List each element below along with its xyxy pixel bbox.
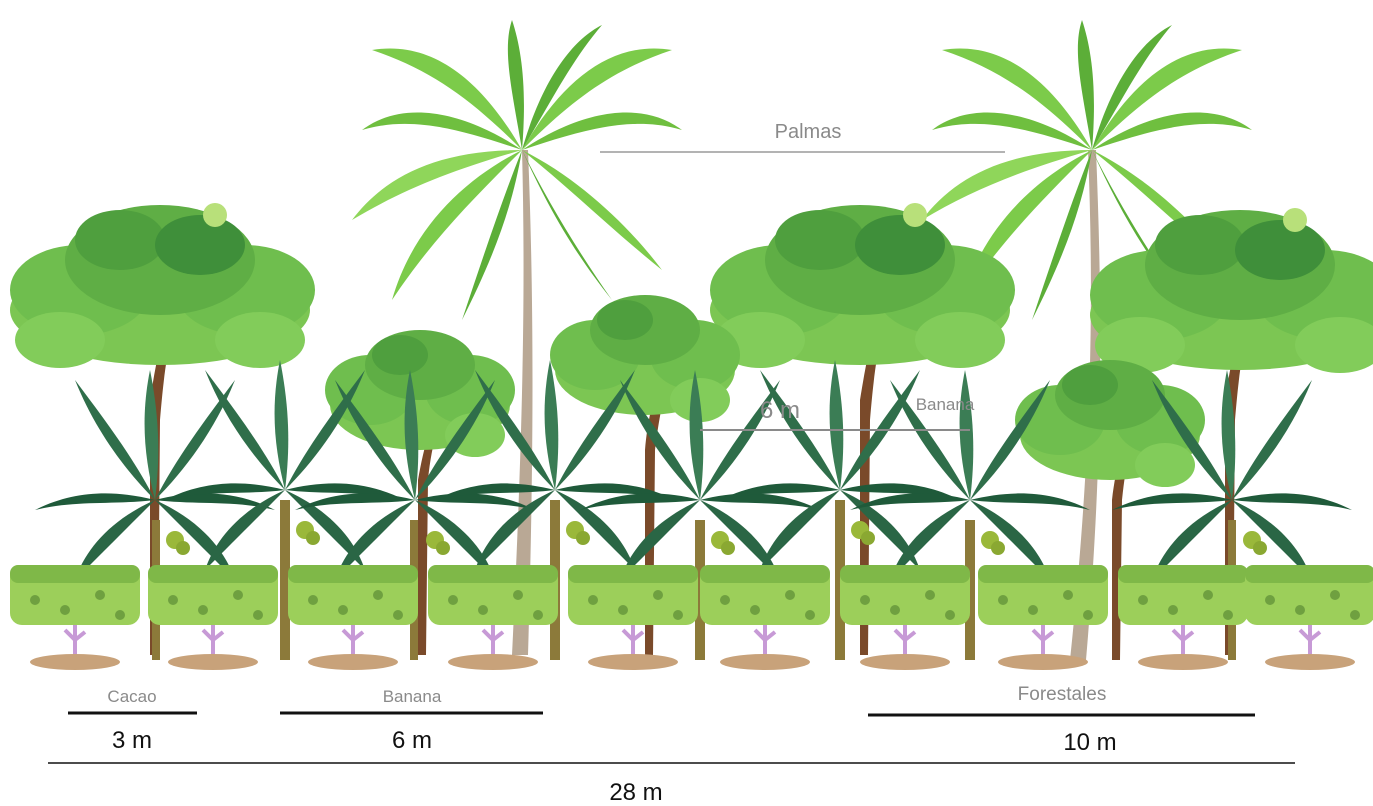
banana-canopy-label: Banana (916, 395, 975, 414)
cacao-row (10, 565, 1373, 670)
palmas-label: Palmas (775, 121, 842, 143)
forestales-label: Forestales (1018, 684, 1107, 705)
cacao-distance: 3 m (112, 727, 152, 754)
banana-distance: 6 m (392, 727, 432, 754)
banana-height-label: 6 m (760, 397, 800, 424)
forestales-distance: 10 m (1063, 729, 1116, 756)
banana-label: Banana (383, 687, 442, 706)
cacao-label: Cacao (107, 687, 156, 706)
total-distance: 28 m (609, 779, 662, 806)
